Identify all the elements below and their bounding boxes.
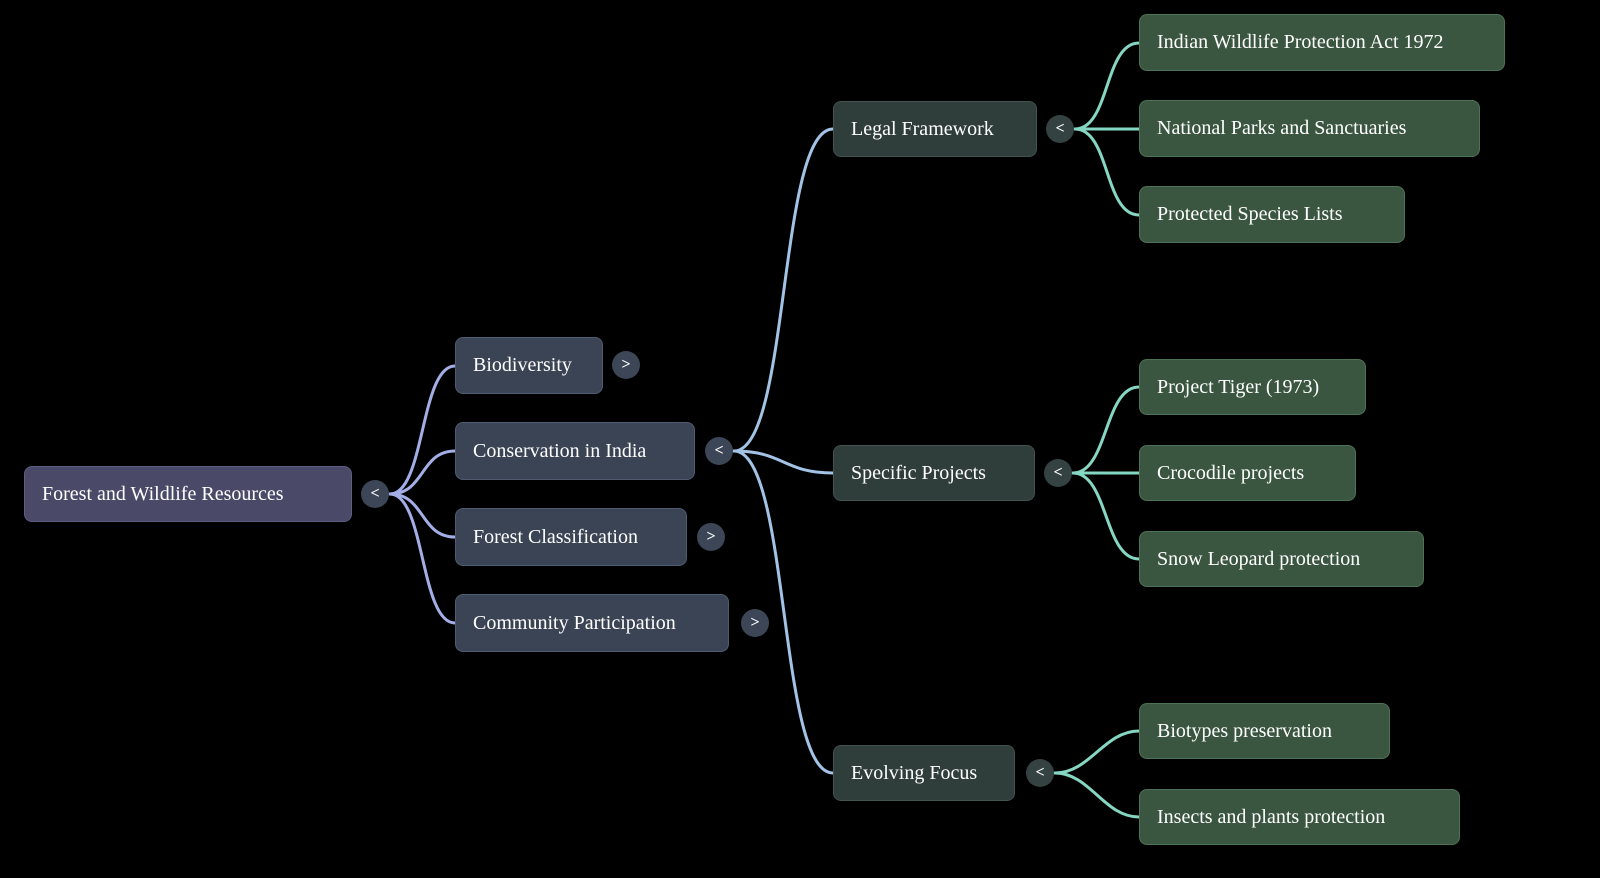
edge-conservation-legal-framework (732, 127, 835, 453)
node-label: Snow Leopard protection (1157, 547, 1361, 570)
node-project-tiger[interactable]: Project Tiger (1973) (1139, 359, 1366, 415)
node-label: Indian Wildlife Protection Act 1972 (1157, 31, 1444, 53)
node-label: Protected Species Lists (1157, 203, 1343, 225)
edge-root-biodiversity (388, 364, 457, 496)
node-snow-leopard-protection[interactable]: Snow Leopard protection (1139, 531, 1424, 587)
edge-legal-protected-species (1073, 127, 1141, 217)
chevron-right-icon: > (750, 614, 760, 631)
node-label: Forest and Wildlife Resources (42, 482, 284, 505)
edge-root-conservation (388, 449, 457, 496)
toggle-collapse-root[interactable]: < (361, 480, 389, 508)
node-community-participation[interactable]: Community Participation (455, 594, 729, 652)
edge-conservation-specific-projects (732, 449, 835, 475)
node-label: Insects and plants protection (1157, 805, 1386, 828)
toggle-expand-forest-classification[interactable]: > (697, 523, 725, 551)
chevron-left-icon: < (1053, 464, 1063, 481)
node-label: National Parks and Sanctuaries (1157, 117, 1407, 139)
node-label: Legal Framework (851, 117, 994, 140)
node-label: Forest Classification (473, 525, 638, 548)
toggle-collapse-evolving-focus[interactable]: < (1026, 759, 1054, 787)
chevron-right-icon: > (706, 528, 716, 545)
node-conservation-in-india[interactable]: Conservation in India (455, 422, 695, 480)
toggle-expand-biodiversity[interactable]: > (612, 351, 640, 379)
chevron-left-icon: < (1055, 120, 1065, 137)
node-biodiversity[interactable]: Biodiversity (455, 337, 603, 394)
edge-evolving-insects (1053, 771, 1141, 819)
edge-root-community-participation (388, 492, 457, 625)
toggle-collapse-conservation[interactable]: < (705, 437, 733, 465)
toggle-collapse-legal-framework[interactable]: < (1046, 115, 1074, 143)
chevron-left-icon: < (1035, 764, 1045, 781)
node-specific-projects[interactable]: Specific Projects (833, 445, 1035, 501)
node-label: Biodiversity (473, 354, 572, 376)
node-protected-species-lists[interactable]: Protected Species Lists (1139, 186, 1405, 243)
node-label: Conservation in India (473, 439, 647, 462)
node-insects-and-plants-protection[interactable]: Insects and plants protection (1139, 789, 1460, 845)
node-legal-framework[interactable]: Legal Framework (833, 101, 1037, 157)
edge-legal-iwpa (1073, 41, 1141, 131)
chevron-left-icon: < (370, 485, 380, 502)
toggle-expand-community-participation[interactable]: > (741, 609, 769, 637)
node-forest-and-wildlife-resources[interactable]: Forest and Wildlife Resources (24, 466, 352, 522)
node-label: Specific Projects (851, 461, 986, 484)
edge-root-forest-classification (388, 492, 457, 539)
node-label: Crocodile projects (1157, 461, 1305, 484)
node-label: Biotypes preservation (1157, 719, 1332, 742)
node-label: Community Participation (473, 611, 676, 634)
edge-conservation-evolving-focus (732, 449, 835, 775)
toggle-collapse-specific-projects[interactable]: < (1044, 459, 1072, 487)
node-evolving-focus[interactable]: Evolving Focus (833, 745, 1015, 801)
node-indian-wildlife-protection-act[interactable]: Indian Wildlife Protection Act 1972 (1139, 14, 1505, 71)
node-label: Project Tiger (1973) (1157, 375, 1320, 398)
node-biotypes-preservation[interactable]: Biotypes preservation (1139, 703, 1390, 759)
node-crocodile-projects[interactable]: Crocodile projects (1139, 445, 1356, 501)
node-national-parks-and-sanctuaries[interactable]: National Parks and Sanctuaries (1139, 100, 1480, 157)
node-label: Evolving Focus (851, 761, 978, 784)
chevron-right-icon: > (621, 356, 631, 373)
edge-evolving-biotypes (1053, 729, 1141, 775)
edge-projects-tiger (1071, 385, 1141, 475)
chevron-left-icon: < (714, 442, 724, 459)
edge-projects-snow-leopard (1071, 471, 1141, 561)
node-forest-classification[interactable]: Forest Classification (455, 508, 687, 566)
